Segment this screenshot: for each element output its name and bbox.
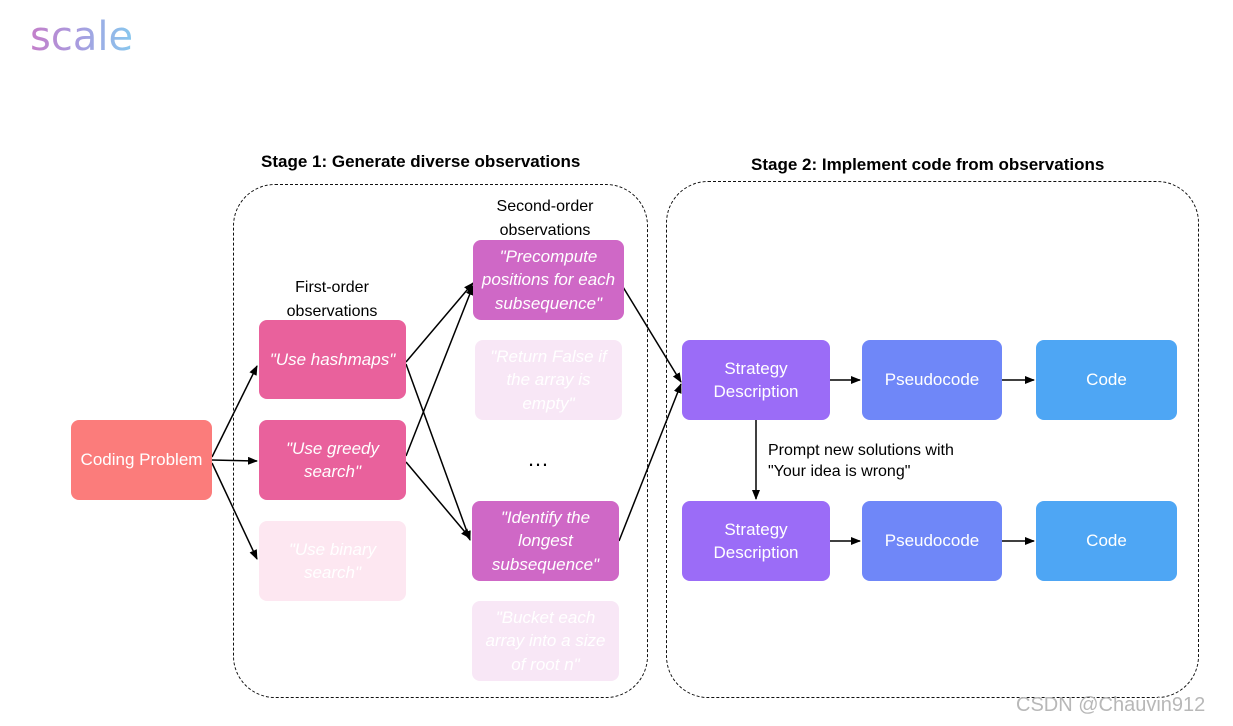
code-box-1: Code	[1036, 340, 1177, 420]
arrow-precompute-to-strategy	[622, 286, 682, 383]
coding-problem-box: Coding Problem	[71, 420, 212, 500]
arrow-problem-to-greedy	[211, 456, 258, 465]
arrow-greedy-to-longest	[405, 461, 471, 539]
first-order-label: First-order observations	[286, 279, 378, 320]
scale-logo: scale	[30, 14, 134, 60]
prompt-line-2: "Your idea is wrong"	[768, 463, 911, 480]
stage1-title: Stage 1: Generate diverse observations	[261, 152, 581, 171]
second-order-box-bucket-faded: "Bucket each array into a size of root n…	[472, 601, 619, 681]
second-order-label: Second-order observations	[496, 198, 594, 239]
second-order-box-longest: "Identify the longest subsequence"	[472, 501, 619, 581]
pseudocode-box-2: Pseudocode	[862, 501, 1002, 581]
stage2-container	[666, 181, 1199, 698]
stage2-title: Stage 2: Implement code from observation…	[751, 155, 1105, 174]
first-order-box-hashmaps: "Use hashmaps"	[259, 320, 406, 399]
arrow-greedy-to-precompute	[405, 285, 474, 457]
arrow-hashmaps-to-precompute	[405, 282, 474, 363]
second-order-box-precompute: "Precompute positions for each subsequen…	[473, 240, 624, 320]
arrow-longest-to-strategy	[618, 383, 682, 542]
ellipsis: …	[527, 446, 551, 471]
strategy-description-box-2: Strategy Description	[682, 501, 830, 581]
prompt-annotation: Prompt new solutions with "Your idea is …	[768, 440, 954, 482]
arrow-problem-to-binary	[211, 462, 258, 560]
prompt-line-1: Prompt new solutions with	[768, 442, 954, 459]
stage1-container	[233, 184, 648, 698]
arrow-problem-to-hashmaps	[211, 365, 258, 458]
csdn-watermark: CSDN @Chauvin912	[1016, 694, 1206, 716]
arrow-hashmaps-to-longest	[405, 363, 471, 541]
first-order-box-binary-faded: "Use binary search"	[259, 521, 406, 601]
first-order-box-greedy: "Use greedy search"	[259, 420, 406, 500]
pseudocode-box-1: Pseudocode	[862, 340, 1002, 420]
strategy-description-box-1: Strategy Description	[682, 340, 830, 420]
code-box-2: Code	[1036, 501, 1177, 581]
second-order-box-empty-faded: "Return False if the array is empty"	[475, 340, 622, 420]
